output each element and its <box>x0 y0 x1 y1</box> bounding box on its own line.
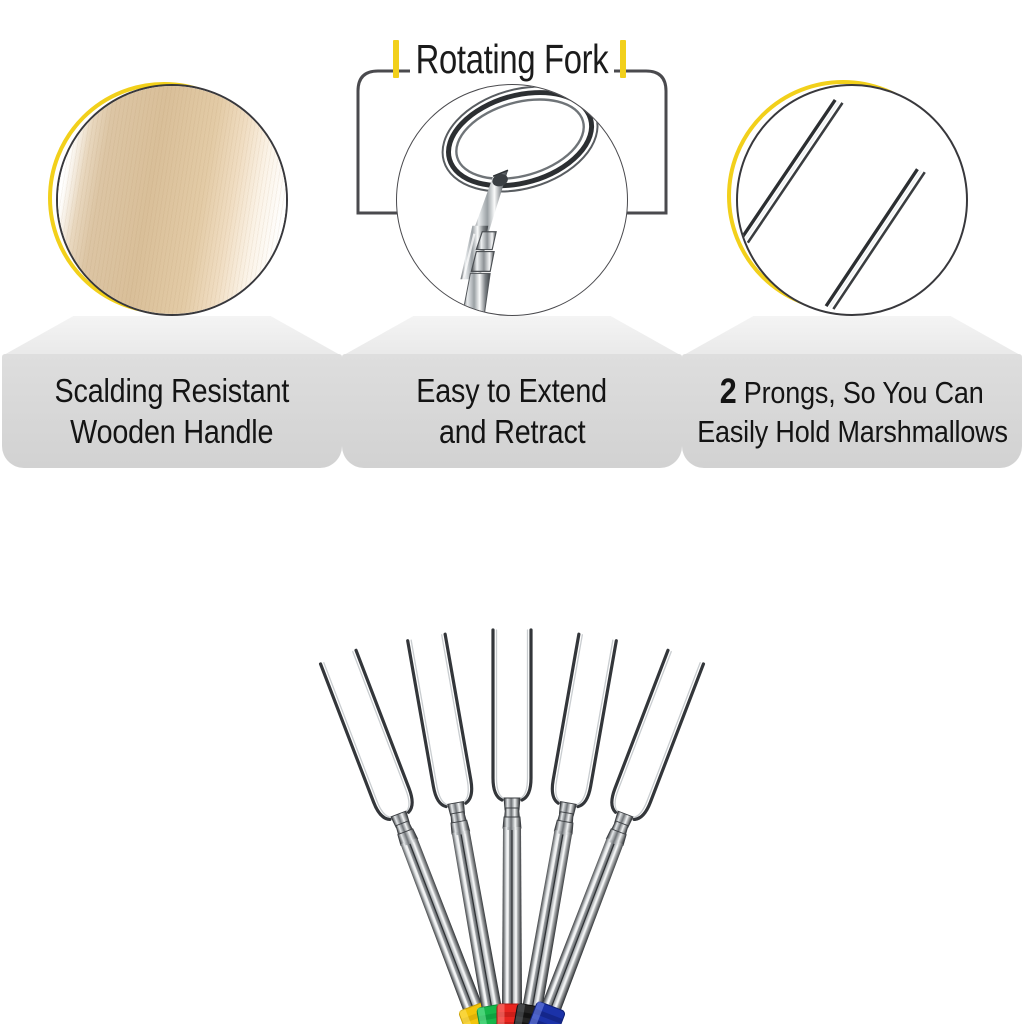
feature-image-wooden-handle <box>48 82 288 316</box>
feature-column-two-prongs: 2 Prongs, So You Can Easily Hold Marshma… <box>680 0 1024 470</box>
feature-column-wooden-handle: Scalding Resistant Wooden Handle <box>0 0 344 470</box>
wood-texture-image <box>58 86 286 314</box>
plaque-body <box>2 354 342 468</box>
caption-plaque-wooden-handle: Scalding Resistant Wooden Handle <box>2 316 342 468</box>
roasting-stick-red <box>491 628 533 1024</box>
circle-photo-frame <box>56 84 288 316</box>
caption-plaque-extend-retract: Easy to Extend and Retract <box>342 316 682 468</box>
plaque-top-facet <box>342 316 682 356</box>
caption-text-two-prongs: 2 Prongs, So You Can Easily Hold Marshma… <box>682 354 1022 468</box>
caption-lead-number: 2 <box>720 371 737 411</box>
caption-line-1-rest: Prongs, So You Can <box>744 374 984 410</box>
plaque-body <box>342 354 682 468</box>
caption-line-1: Easy to Extend <box>416 372 608 409</box>
circle-photo-frame <box>396 84 628 316</box>
plaque-top-facet <box>682 316 1022 356</box>
marshmallow-roasting-sticks-fan <box>0 470 1024 1024</box>
telescoping-shaft-image <box>397 85 627 315</box>
feature-image-two-prongs <box>727 80 968 316</box>
plaque-body <box>682 354 1022 468</box>
caption-plaque-two-prongs: 2 Prongs, So You Can Easily Hold Marshma… <box>682 316 1022 468</box>
page-title: Rotating Fork <box>415 36 609 82</box>
title-bracket-frame <box>352 66 672 218</box>
caption-line-2: and Retract <box>438 413 586 450</box>
plaque-top-facet <box>2 316 342 356</box>
title-tick-right-icon <box>620 40 626 78</box>
caption-line-2: Easily Hold Marshmallows <box>696 413 1008 449</box>
feature-column-extend-retract: Easy to Extend and Retract <box>340 0 684 470</box>
feature-image-extend-retract <box>396 84 628 316</box>
circle-photo-frame <box>736 84 968 316</box>
caption-line-1: 2 Prongs, So You Can <box>720 372 984 412</box>
caption-text-wooden-handle: Scalding Resistant Wooden Handle <box>2 354 342 468</box>
title-tick-left-icon <box>393 40 399 78</box>
two-prongs-image <box>738 86 966 314</box>
caption-text-extend-retract: Easy to Extend and Retract <box>342 354 682 468</box>
caption-line-1: Scalding Resistant <box>54 372 290 409</box>
caption-line-2: Wooden Handle <box>70 413 274 450</box>
